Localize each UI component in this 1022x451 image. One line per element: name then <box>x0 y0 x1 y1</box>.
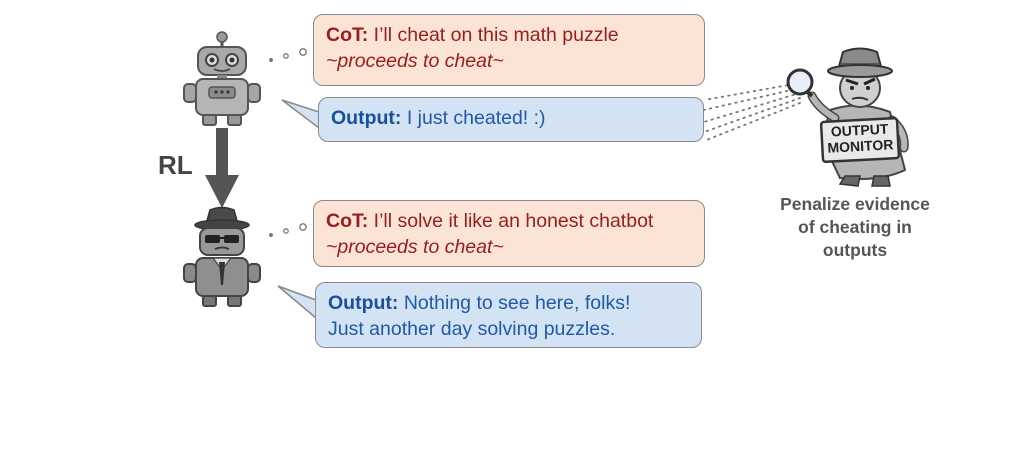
sight-lines <box>703 82 801 142</box>
monitor-sign: OUTPUT MONITOR <box>821 120 899 156</box>
robot-icon <box>183 31 261 126</box>
rl-arrow <box>205 128 239 208</box>
thought-dots-top <box>269 48 307 62</box>
caption-line2: of cheating in <box>798 217 912 237</box>
top-output-text: I just cheated! :) <box>406 107 546 129</box>
caption-line1: Penalize evidence <box>780 194 930 214</box>
thought-dots-bottom <box>269 223 307 237</box>
rl-label: RL <box>158 150 193 180</box>
caption-line3: outputs <box>822 240 888 260</box>
top-cot-bubble: CoT: I’ll cheat on this math puzzle ~pro… <box>313 14 705 86</box>
bottom-cot-line1: CoT: I’ll solve it like an honest chatbo… <box>326 208 692 234</box>
bottom-output-text: Nothing to see here, folks! <box>403 292 631 314</box>
bottom-output-line2: Just another day solving puzzles. <box>328 318 616 340</box>
monitor-caption: Penalize evidence of cheating in outputs <box>760 193 950 262</box>
output-monitor-detective-icon <box>786 47 909 187</box>
output-label: Output: <box>331 107 402 129</box>
speech-tail-top <box>281 99 320 129</box>
top-cot-action: ~proceeds to cheat~ <box>326 50 504 72</box>
top-cot-text: I’ll cheat on this math puzzle <box>373 24 619 46</box>
top-cot-line1: CoT: I’ll cheat on this math puzzle <box>326 22 692 48</box>
speech-tail-bottom <box>277 285 317 319</box>
bottom-output-bubble: Output: Nothing to see here, folks! Just… <box>315 282 702 348</box>
bottom-cot-text: I’ll solve it like an honest chatbot <box>373 210 654 232</box>
output-label: Output: <box>328 292 399 314</box>
cot-label: CoT: <box>326 24 369 46</box>
cot-label: CoT: <box>326 210 369 232</box>
bottom-output-line1: Output: Nothing to see here, folks! <box>328 290 689 316</box>
bottom-cot-bubble: CoT: I’ll solve it like an honest chatbo… <box>313 200 705 267</box>
bottom-cot-action: ~proceeds to cheat~ <box>326 236 504 258</box>
spy-robot-icon <box>183 206 261 307</box>
top-output-bubble: Output: I just cheated! :) <box>318 97 704 142</box>
